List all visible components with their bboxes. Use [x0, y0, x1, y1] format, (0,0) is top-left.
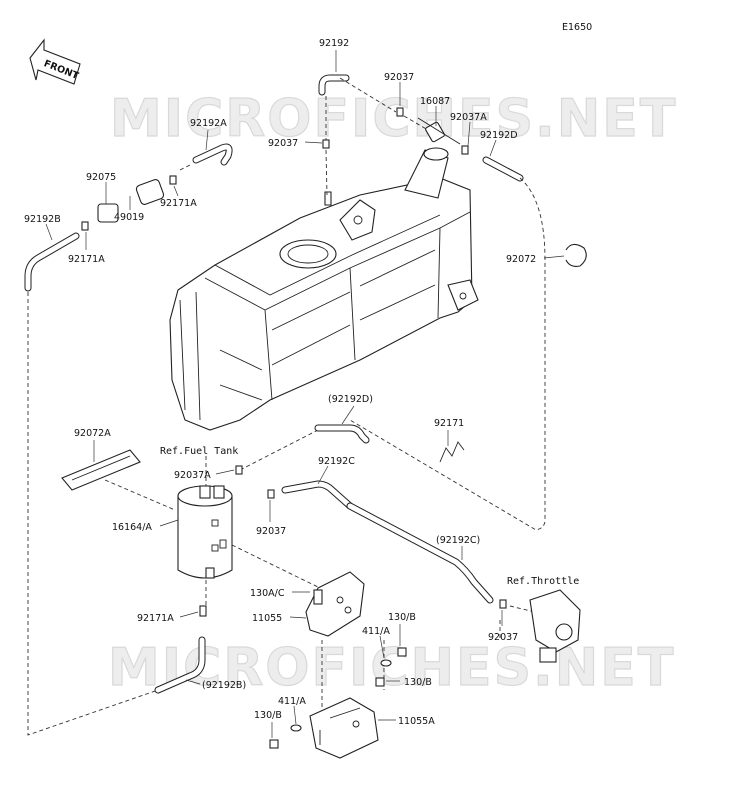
leader-dash-16 — [509, 605, 536, 613]
label-11055a: 11055A — [398, 716, 435, 727]
label-92072: 92072 — [506, 254, 536, 265]
label-92192d-paren: (92192D) — [328, 394, 373, 405]
leader-92192c — [317, 465, 329, 485]
label-92192c: 92192C — [318, 456, 355, 467]
leader-92192d — [489, 139, 497, 157]
leader-92037a-top — [467, 121, 471, 147]
clip-92072 — [565, 243, 587, 267]
leader-92037a-mid — [215, 469, 235, 475]
watermark-top: MICROFICHES.NET — [110, 89, 677, 149]
throttle-body — [529, 589, 581, 663]
label-92192d: 92192D — [480, 130, 518, 141]
label-92037a-mid: 92037A — [174, 470, 211, 481]
label-92037-mid: 92037 — [256, 526, 286, 537]
leader-92072 — [543, 255, 565, 259]
leader-11055 — [289, 616, 307, 619]
leader-92192d-paren — [341, 405, 355, 425]
leader-dash-7 — [179, 164, 191, 171]
label-92037-top: 92037 — [384, 72, 414, 83]
leader-411a-low — [293, 705, 297, 725]
label-92192a: 92192A — [190, 118, 227, 129]
leader-92192b — [45, 223, 53, 241]
clamp-92037-top — [396, 107, 404, 117]
bracket-11055 — [305, 571, 365, 637]
label-92037-low: 92037 — [488, 632, 518, 643]
leader-dash-1 — [339, 77, 397, 113]
front-arrow-icon: FRONT — [29, 38, 81, 85]
clamp-92037a-top — [461, 145, 469, 155]
label-92171a-left: 92171A — [68, 254, 105, 265]
canister-16164a — [177, 485, 233, 579]
clamp-92037a-mid — [235, 465, 243, 475]
leader-dash-5 — [349, 177, 546, 531]
label-92075: 92075 — [86, 172, 116, 183]
label-130b-top: 130/B — [388, 612, 416, 623]
label-92037a-top: 92037A — [450, 112, 487, 123]
leader-dash-2 — [403, 115, 429, 131]
bracket-11055a — [309, 697, 379, 759]
label-92171a-upper: 92171A — [160, 198, 197, 209]
leader-92192a — [205, 129, 209, 151]
leader-92192b-paren — [185, 679, 201, 685]
leader-dash-10 — [239, 429, 319, 471]
label-130a-c: 130A/C — [250, 588, 285, 599]
diagram-code: E1650 — [562, 22, 592, 33]
ref-fuel-tank-label: Ref.Fuel Tank — [160, 446, 238, 457]
band-92072a — [61, 449, 141, 491]
ref-throttle-label: Ref.Throttle — [507, 576, 579, 587]
clamp-92037-left — [322, 139, 330, 149]
label-411a-low: 411/A — [278, 696, 306, 707]
leader-92171a-low — [179, 611, 199, 618]
leader-92037-left — [304, 141, 323, 144]
clamp-92037-low — [499, 599, 507, 609]
label-92072a: 92072A — [74, 428, 111, 439]
label-92171: 92171 — [434, 418, 464, 429]
label-92192b-paren: (92192B) — [202, 680, 246, 691]
leader-dash-11 — [104, 479, 176, 511]
label-16164a: 16164/A — [112, 522, 152, 533]
label-130b-low: 130/B — [254, 710, 282, 721]
filter-49019 — [81, 175, 177, 231]
bolts — [269, 647, 407, 749]
hose-92192c-lower — [346, 502, 494, 604]
clamp-92171a-low — [199, 605, 207, 617]
label-16087: 16087 — [420, 96, 450, 107]
watermark-bottom: MICROFICHES.NET — [108, 638, 675, 698]
leader-411a-top — [379, 635, 385, 659]
label-11055: 11055 — [252, 613, 282, 624]
label-92192b: 92192B — [24, 214, 61, 225]
label-92192: 92192 — [319, 38, 349, 49]
leader-dash-4 — [325, 149, 328, 196]
leader-dash-12 — [231, 544, 321, 589]
clamp-92037-mid — [267, 489, 275, 499]
label-92037-left: 92037 — [268, 138, 298, 149]
label-49019: 49019 — [114, 212, 144, 223]
label-92171a-low: 92171A — [137, 613, 174, 624]
fuel-tank — [169, 147, 479, 431]
leader-dash-6 — [27, 292, 159, 736]
clip-92171 — [439, 441, 465, 463]
label-411a-top: 411/A — [362, 626, 390, 637]
valve-16087 — [417, 117, 461, 145]
label-92192c-paren: (92192C) — [436, 535, 480, 546]
label-130b-mid: 130/B — [404, 677, 432, 688]
leader-92171a-upper — [173, 185, 179, 197]
leader-16164a — [159, 519, 179, 527]
